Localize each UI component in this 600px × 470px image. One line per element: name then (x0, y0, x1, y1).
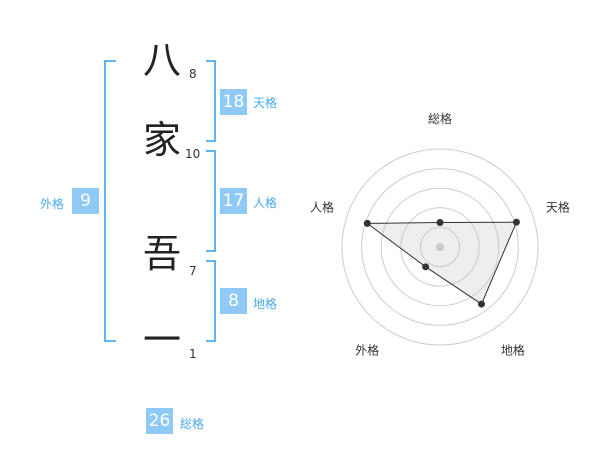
chikaku-label: 地格 (253, 297, 278, 311)
tenkaku-value: 18 (220, 89, 247, 115)
radar-series-polygon (365, 221, 518, 305)
radar-axis-label-5: 人格 (310, 199, 334, 214)
chikaku-value: 8 (220, 288, 247, 314)
chikaku-bracket (206, 260, 216, 342)
stroke-count-3: 7 (189, 264, 197, 278)
name-char-2: 家 (142, 118, 181, 162)
name-char-3: 吾 (142, 232, 181, 276)
gaikaku-label: 外格 (40, 197, 65, 211)
soukaku-label: 総格 (180, 417, 205, 431)
radar-point-5 (363, 219, 371, 227)
name-char-1: 八 (142, 38, 181, 82)
radar-ring (361, 168, 519, 326)
name-char-4: 一 (142, 318, 181, 362)
gaikaku-value: 9 (72, 188, 99, 214)
radar-point-2 (512, 218, 520, 226)
jinkaku-bracket (206, 150, 216, 252)
radar-axis-label-2: 天格 (546, 199, 570, 214)
jinkaku-value: 17 (220, 188, 247, 214)
radar-ring (341, 148, 539, 346)
radar-ring (400, 207, 480, 287)
gaikaku-bracket (104, 60, 116, 342)
jinkaku-label: 人格 (253, 196, 278, 210)
tenkaku-label: 天格 (253, 96, 278, 110)
tenkaku-bracket (206, 60, 216, 142)
radar-center-dot (436, 243, 444, 251)
radar-axis-label-1: 総格 (428, 111, 452, 126)
radar-axis-label-3: 地格 (501, 343, 525, 358)
stroke-count-2: 10 (185, 147, 201, 161)
radar-point-1 (436, 219, 444, 226)
radar-axis-label-4: 外格 (355, 343, 379, 358)
radar-ring (380, 187, 500, 307)
radar-point-4 (422, 263, 430, 271)
radar-point-3 (477, 300, 485, 308)
radar-ring (419, 226, 461, 268)
stroke-count-4: 1 (189, 347, 197, 361)
soukaku-value: 26 (146, 408, 173, 434)
stroke-count-1: 8 (189, 67, 197, 81)
